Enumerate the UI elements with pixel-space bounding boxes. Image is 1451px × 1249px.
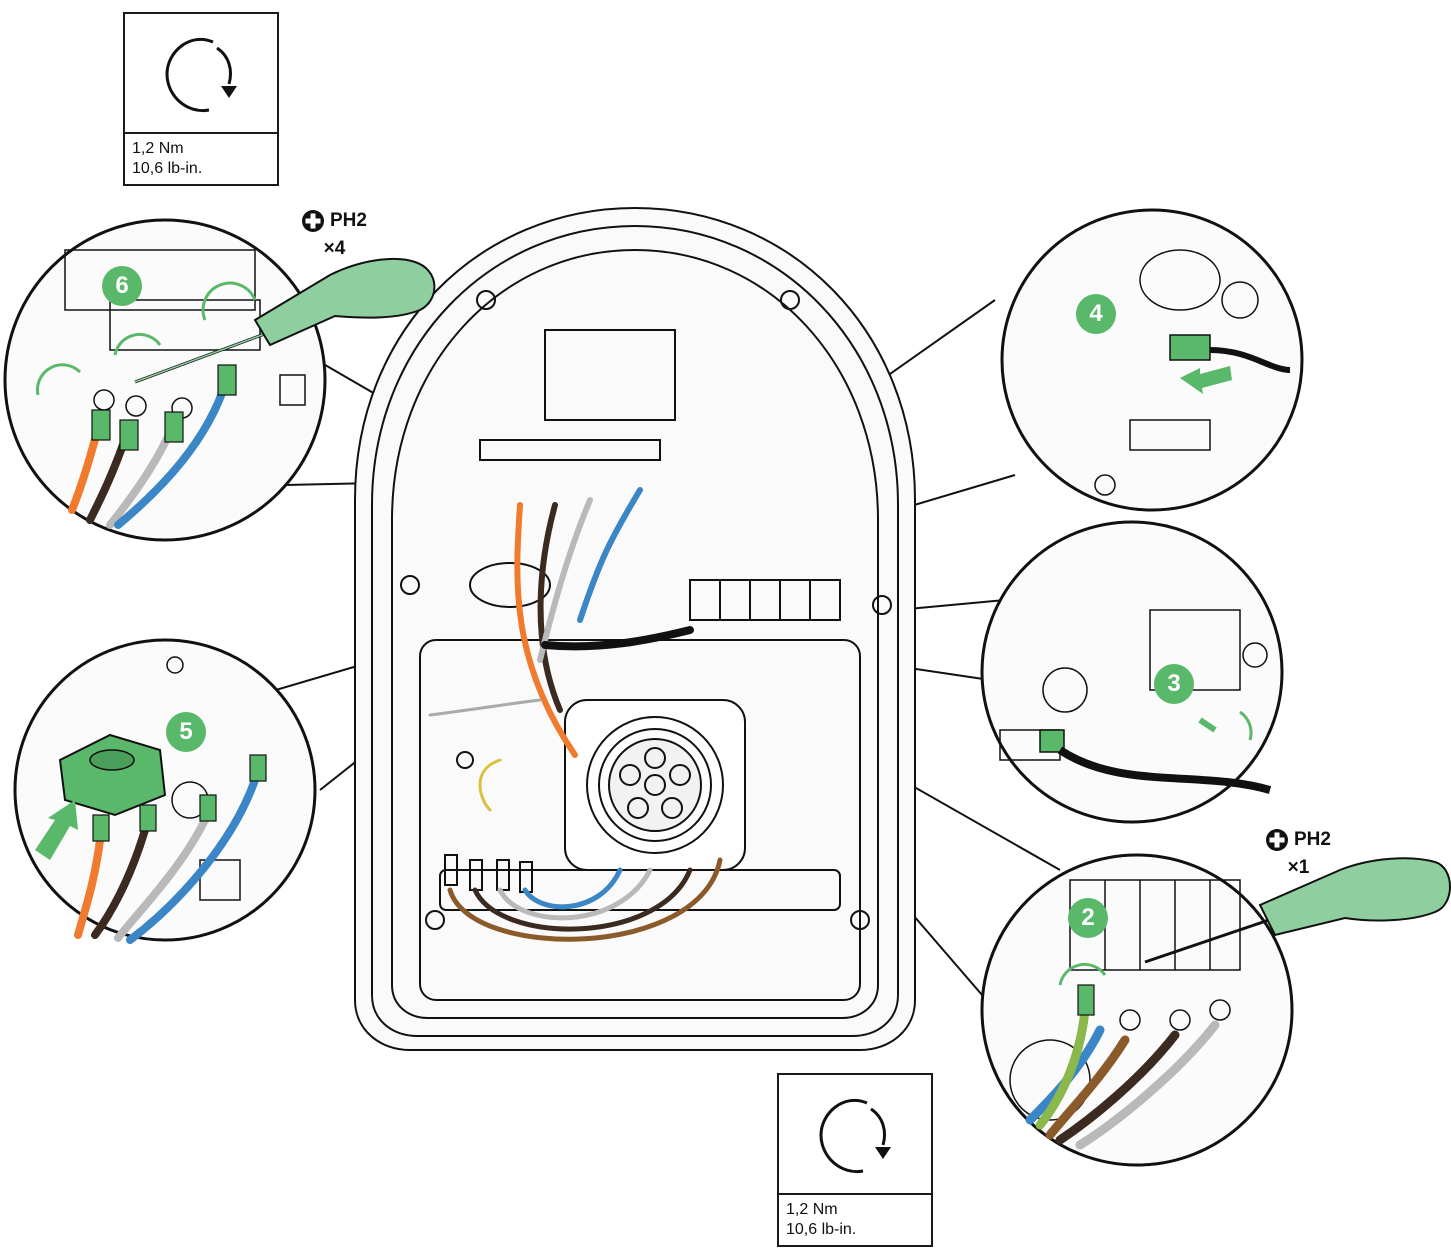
phillips-bit-icon <box>1266 829 1288 851</box>
step-badge-4: 4 <box>1076 294 1116 334</box>
screwdriver-icon <box>134 257 436 384</box>
push-arrow-icon <box>35 800 78 860</box>
zoom-detail-step6 <box>3 218 327 542</box>
step-badge-6: 6 <box>102 266 142 306</box>
torque-spec-bottom: 1,2 Nm 10,6 lb-in. <box>777 1073 933 1247</box>
step-badge-3: 3 <box>1154 664 1194 704</box>
step-badge-2: 2 <box>1068 898 1108 938</box>
torque-value-imperial: 10,6 lb-in. <box>786 1221 857 1238</box>
tool-spec-top: PH2 ×4 <box>302 207 367 263</box>
push-arrow-icon <box>1180 366 1232 394</box>
wallbox-housing <box>354 206 916 1051</box>
tool-spec-bottom: PH2 ×1 <box>1266 826 1331 882</box>
zoom-detail-step2 <box>980 853 1294 1167</box>
zoom-detail-step4 <box>1000 208 1304 512</box>
zoom-detail-step3 <box>980 520 1284 824</box>
torque-value-imperial: 10,6 lb-in. <box>132 160 203 177</box>
torque-spec-top: 1,2 Nm 10,6 lb-in. <box>123 12 279 186</box>
step-badge-5: 5 <box>166 712 206 752</box>
rotate-clockwise-icon <box>125 14 277 134</box>
zoom-detail-step5 <box>13 638 317 944</box>
tool-count-label: ×4 <box>323 238 346 259</box>
rotate-clockwise-icon <box>779 1075 931 1195</box>
tool-count-label: ×1 <box>1287 857 1310 878</box>
phillips-bit-icon <box>302 210 324 232</box>
tool-bit-label: PH2 <box>330 210 367 231</box>
tool-bit-label: PH2 <box>1294 829 1331 850</box>
main-wires <box>428 487 723 942</box>
torque-value: 1,2 Nm <box>786 1201 838 1218</box>
screwdriver-icon <box>1144 857 1451 964</box>
torque-value: 1,2 Nm <box>132 140 184 157</box>
